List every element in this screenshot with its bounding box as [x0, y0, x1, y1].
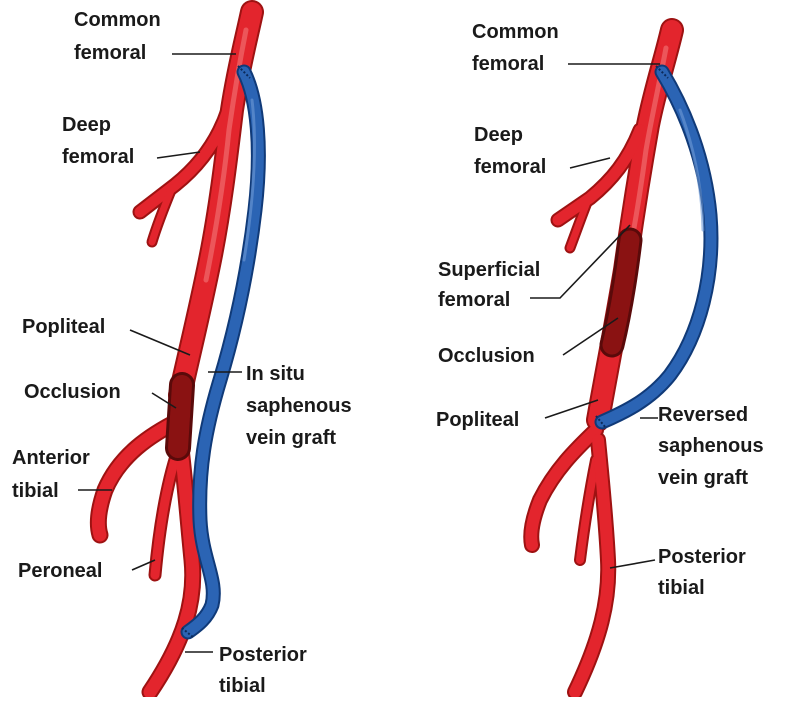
label-right-reversed-graft: Reversed saphenous vein graft [658, 404, 769, 489]
label-left-popliteal: Popliteal [22, 316, 105, 338]
right-diagram-reversed-bypass: Common femoral Deep femoral Superficial … [436, 21, 769, 692]
label-left-peroneal: Peroneal [18, 560, 102, 582]
label-right-superficial-femoral: Superficial femoral [438, 259, 546, 311]
label-right-posterior-tibial: Posterior tibial [658, 546, 751, 599]
label-left-deep-femoral: Deep femoral [62, 114, 134, 168]
leader-right-posterior-tibial [610, 560, 655, 568]
label-left-anterior-tibial: Anterior tibial [12, 447, 95, 502]
left-diagram-in-situ-bypass: Common femoral Deep femoral Popliteal Oc… [12, 9, 357, 697]
label-left-common-femoral: Common femoral [74, 9, 166, 64]
label-right-deep-femoral: Deep femoral [474, 124, 546, 178]
label-left-in-situ-graft: In situ saphenous vein graft [246, 363, 357, 449]
label-right-common-femoral: Common femoral [472, 21, 564, 75]
label-left-occlusion: Occlusion [24, 381, 121, 403]
left-occlusion-fill [178, 385, 182, 448]
label-left-posterior-tibial: Posterior tibial [219, 644, 312, 697]
label-right-occlusion: Occlusion [438, 345, 535, 367]
label-right-popliteal: Popliteal [436, 409, 519, 431]
leader-right-deep-femoral [570, 158, 610, 168]
